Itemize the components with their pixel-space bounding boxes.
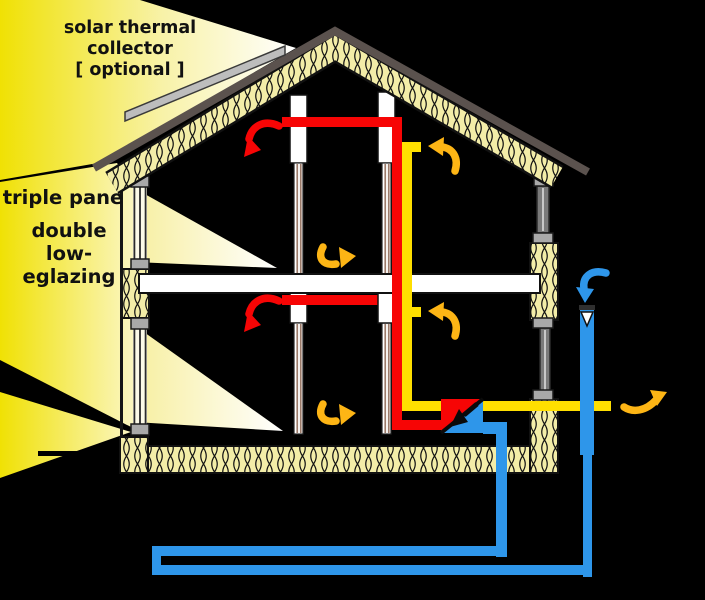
exhaust-intake-arrow-lower-icon bbox=[428, 302, 444, 321]
sun-ray-through-upper-window bbox=[134, 188, 277, 268]
fresh-air-arrow-icon bbox=[576, 287, 594, 303]
stud-center-lines bbox=[296, 164, 390, 433]
warm-air-pipes bbox=[282, 117, 441, 430]
sun-rays bbox=[0, 0, 296, 478]
foundation-right-column bbox=[529, 398, 559, 474]
ground-line bbox=[38, 451, 95, 456]
room-air-arrow-upper-icon bbox=[339, 247, 356, 268]
exhaust-out-arrow-tail bbox=[620, 396, 660, 415]
low-e-glazing-label-line1: double bbox=[31, 219, 107, 242]
roof bbox=[92, 26, 590, 195]
room-air-arrow-lower-icon bbox=[339, 404, 356, 425]
sun-ray-through-lower-window bbox=[134, 325, 283, 431]
solar-collector-label-line2: collector bbox=[87, 39, 173, 59]
solar-thermal-collector bbox=[124, 44, 286, 123]
sun-ray-bottom bbox=[0, 392, 131, 478]
intake-cap bbox=[579, 305, 595, 310]
floor-slab bbox=[138, 273, 541, 294]
sun-ray-top bbox=[0, 0, 296, 180]
triple-pane-lines bbox=[133, 187, 147, 424]
right-upper-window-highlight bbox=[542, 188, 544, 231]
exhaust-intake-arrow-upper-icon bbox=[428, 137, 444, 156]
intake-down-pipe bbox=[583, 450, 592, 577]
fresh-air-arrow bbox=[576, 268, 610, 303]
warm-air-arrow-lower-tail bbox=[245, 294, 283, 318]
air-flow-arrows bbox=[244, 119, 667, 426]
solar-collector-label-line3: [ optional ] bbox=[75, 60, 185, 80]
warm-air-arrow-lower-icon bbox=[244, 311, 261, 332]
right-lower-window-highlight bbox=[544, 330, 546, 390]
warm-air-arrows bbox=[244, 119, 283, 332]
exhaust-air-pipes bbox=[402, 142, 611, 411]
warm-air-arrow-upper-icon bbox=[244, 136, 261, 157]
warm-air-pipe-upper bbox=[282, 117, 402, 127]
exhaust-riser bbox=[402, 142, 412, 411]
warm-air-riser bbox=[392, 117, 402, 430]
exhaust-out-pipe bbox=[402, 401, 611, 411]
low-e-glazing-label-line2: low-eglazing bbox=[22, 242, 116, 288]
intake-funnel-icon bbox=[579, 311, 595, 328]
warm-air-arrow-upper-tail bbox=[245, 119, 283, 143]
fresh-air-pipes bbox=[483, 422, 507, 557]
intake-tower bbox=[580, 307, 594, 455]
interior-partitions bbox=[289, 91, 396, 435]
exhaust-out-arrow-icon bbox=[650, 390, 667, 406]
heat-exchanger bbox=[439, 397, 485, 435]
circulation-arrows bbox=[316, 137, 667, 426]
foundation-left-block bbox=[119, 436, 149, 474]
ground-heat-exchanger-loop bbox=[152, 450, 592, 577]
triple-pane-label: triple pane bbox=[2, 186, 124, 209]
fresh-air-intake bbox=[579, 305, 595, 455]
ground-pipe-upper bbox=[158, 546, 507, 556]
room-air-arrow-lower-tail bbox=[316, 400, 340, 426]
room-air-arrow-upper-tail bbox=[316, 243, 340, 269]
roof-outer-line bbox=[92, 26, 590, 176]
solar-collector-label: solar thermal collector [ optional ] bbox=[35, 18, 225, 81]
sun-ray-middle bbox=[0, 163, 133, 428]
left-wall-surface-line bbox=[120, 166, 123, 437]
roof-insulation-band bbox=[106, 35, 563, 192]
exhaust-intake-arrow-upper-tail bbox=[439, 143, 460, 175]
low-e-glazing-label: double low-eglazing bbox=[0, 219, 138, 288]
exchanger-flow-arrow-icon bbox=[450, 402, 479, 427]
exhaust-stub-lower bbox=[402, 307, 421, 317]
ground-pipe-lower bbox=[152, 565, 592, 575]
ground-pipe-uturn bbox=[152, 546, 161, 575]
fresh-air-riser bbox=[496, 424, 507, 557]
warm-air-pipe-lower bbox=[282, 295, 402, 305]
warm-air-to-exchanger bbox=[392, 420, 441, 430]
floor-insulation-band bbox=[147, 445, 532, 474]
exhaust-intake-arrow-lower-tail bbox=[439, 308, 460, 340]
fresh-air-arrow-tail bbox=[580, 268, 610, 293]
exhaust-stub-upper bbox=[402, 142, 421, 152]
solar-collector-label-line1: solar thermal bbox=[63, 18, 197, 38]
